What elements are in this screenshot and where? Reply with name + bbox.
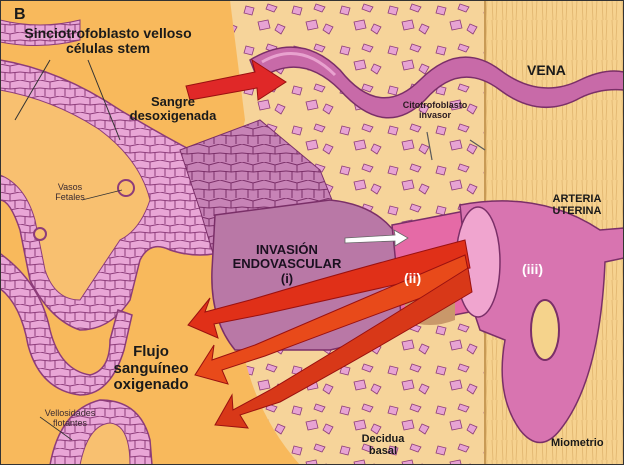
label-flujo-sanguineo: Flujo sanguíneo oxigenado	[96, 344, 206, 394]
label-line: Decidua	[348, 433, 418, 445]
label-line: flotantes	[20, 419, 120, 429]
label-vasos-fetales: Vasos Fetales	[30, 183, 110, 203]
label-invasion-endovascular: INVASIÓN ENDOVASCULAR (i)	[212, 243, 362, 286]
label-line: UTERINA	[532, 205, 622, 217]
label-stage-i: (i)	[212, 272, 362, 286]
label-line: Sinciotrofoblasto velloso	[8, 26, 208, 41]
label-line: Sangre	[128, 95, 218, 109]
label-line: invasor	[390, 111, 480, 121]
label-vena: VENA	[527, 63, 566, 78]
label-stage-iii: (iii)	[522, 262, 543, 277]
label-line: células stem	[8, 41, 208, 56]
label-stage-ii: (ii)	[404, 271, 421, 286]
label-line: Fetales	[30, 193, 110, 203]
label-line: ARTERIA	[532, 193, 622, 205]
label-line: basal	[348, 445, 418, 457]
label-decidua-basal: Decidua basal	[348, 433, 418, 457]
label-citotrofoblasto: Citotrofoblasto invasor	[390, 101, 480, 121]
label-line: oxigenado	[96, 377, 206, 394]
label-sinciotrofoblasto: Sinciotrofoblasto velloso células stem	[8, 26, 208, 57]
label-line: desoxigenada	[128, 109, 218, 123]
panel-letter: B	[14, 6, 26, 24]
label-line: sanguíneo	[96, 361, 206, 378]
label-line: ENDOVASCULAR	[212, 257, 362, 271]
fetal-vessel	[118, 180, 134, 196]
label-line: INVASIÓN	[212, 243, 362, 257]
label-arteria-uterina: ARTERIA UTERINA	[532, 193, 622, 217]
label-miometrio: Miometrio	[551, 437, 604, 449]
label-vellosidades: Vellosidades flotantes	[20, 409, 120, 429]
fetal-vessel	[34, 228, 46, 240]
label-sangre-desoxigenada: Sangre desoxigenada	[128, 95, 218, 124]
label-line: Flujo	[96, 344, 206, 361]
